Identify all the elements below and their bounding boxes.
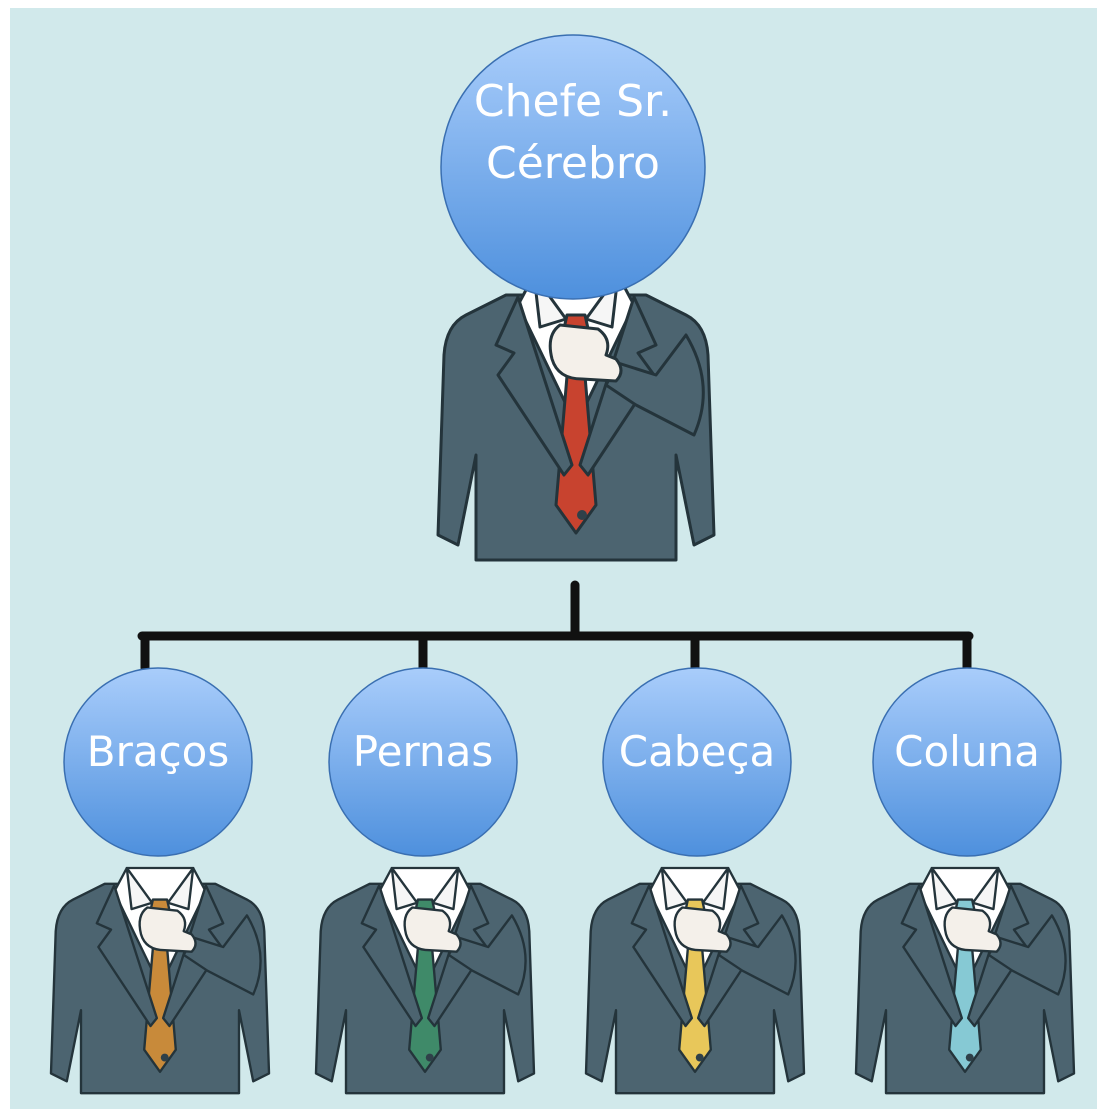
member-1-lapel-left bbox=[95, 884, 159, 1028]
member-1-head-circle bbox=[63, 667, 253, 857]
boss-hand bbox=[548, 323, 623, 383]
boss-label-line-2: Cérebro bbox=[486, 138, 660, 189]
member-4-hand bbox=[943, 906, 1002, 953]
member-4-lapel-left bbox=[900, 884, 964, 1028]
member-3-head-circle bbox=[602, 667, 792, 857]
member-4-label: Coluna bbox=[894, 727, 1040, 776]
member-node-2: Pernas bbox=[314, 667, 536, 1095]
member-node-4: Coluna bbox=[854, 667, 1076, 1095]
member-4-figure bbox=[854, 866, 1076, 1095]
member-1-label: Braços bbox=[87, 727, 230, 776]
member-3-hand bbox=[673, 906, 732, 953]
member-1-button bbox=[160, 1053, 169, 1062]
member-4-collar bbox=[930, 866, 1000, 911]
member-2-button bbox=[425, 1053, 434, 1062]
boss-node: Chefe Sr. Cérebro bbox=[436, 34, 716, 562]
boss-lapel-left bbox=[494, 295, 574, 477]
boss-figure bbox=[436, 273, 716, 562]
member-3-collar bbox=[660, 866, 730, 911]
member-2-lapel-left bbox=[360, 884, 424, 1028]
member-3-lapel-left bbox=[630, 884, 694, 1028]
member-1-hand bbox=[138, 906, 197, 953]
member-2-collar bbox=[390, 866, 460, 911]
member-2-label: Pernas bbox=[353, 727, 493, 776]
member-3-label: Cabeça bbox=[619, 727, 775, 776]
boss-arm bbox=[604, 333, 705, 437]
member-4-head-circle bbox=[872, 667, 1062, 857]
member-2-head-circle bbox=[328, 667, 518, 857]
boss-head-circle bbox=[440, 34, 706, 300]
member-3-button bbox=[695, 1053, 704, 1062]
boss-label-line-1: Chefe Sr. bbox=[474, 76, 672, 127]
member-1-figure bbox=[49, 866, 271, 1095]
member-2-figure bbox=[314, 866, 536, 1095]
member-4-button bbox=[965, 1053, 974, 1062]
hierarchy-connectors bbox=[137, 580, 974, 673]
member-1-collar bbox=[125, 866, 195, 911]
member-node-3: Cabeça bbox=[584, 667, 806, 1095]
member-2-hand bbox=[403, 906, 462, 953]
member-3-figure bbox=[584, 866, 806, 1095]
boss-button bbox=[577, 510, 587, 520]
member-nodes: Braços Pernas Cabeça Coluna bbox=[49, 667, 1076, 1095]
member-node-1: Braços bbox=[49, 667, 271, 1095]
